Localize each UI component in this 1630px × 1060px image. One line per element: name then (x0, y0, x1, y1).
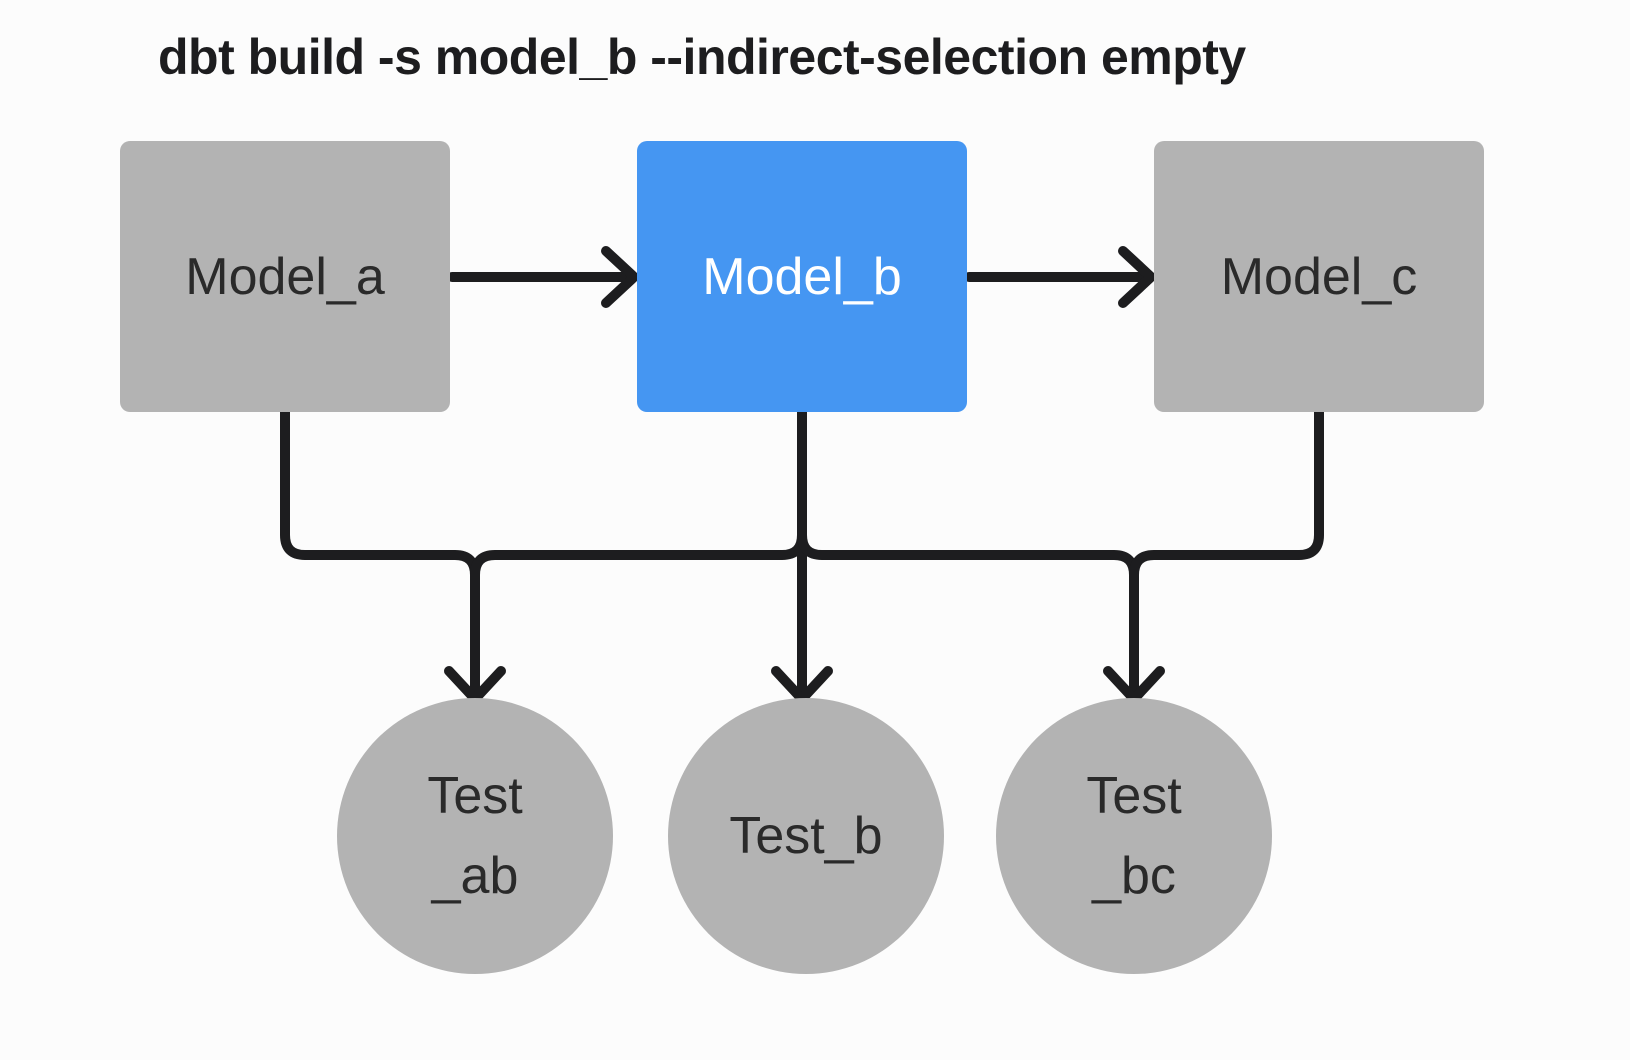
node-test-b: Test_b (668, 698, 944, 974)
node-model-a-label: Model_a (185, 247, 385, 306)
node-test-b-label: Test_b (729, 807, 883, 865)
node-test-ab-label-line2: _ab (431, 847, 519, 905)
edge-model-c-to-test-bc (1129, 407, 1324, 700)
edge-model-a-to-model-b (447, 246, 639, 308)
node-model-c: Model_c (1154, 141, 1484, 412)
node-model-a: Model_a (120, 141, 450, 412)
node-test-bc-label-line2: _bc (1092, 847, 1176, 905)
diagram-title: dbt build -s model_b --indirect-selectio… (158, 29, 1246, 85)
node-test-ab: Test _ab (337, 698, 613, 974)
node-model-b: Model_b (637, 141, 967, 412)
node-test-bc: Test _bc (996, 698, 1272, 974)
node-model-c-label: Model_c (1220, 247, 1418, 306)
node-test-ab-label-line1: Test (427, 767, 523, 825)
node-model-b-label: Model_b (702, 247, 902, 306)
edge-model-b-to-model-c (964, 246, 1156, 308)
edge-model-b-to-test-bc (797, 407, 1139, 700)
edge-model-b-to-test-ab (470, 407, 807, 700)
node-test-bc-label-line1: Test (1086, 767, 1182, 825)
edge-model-a-to-test-ab (280, 407, 480, 700)
